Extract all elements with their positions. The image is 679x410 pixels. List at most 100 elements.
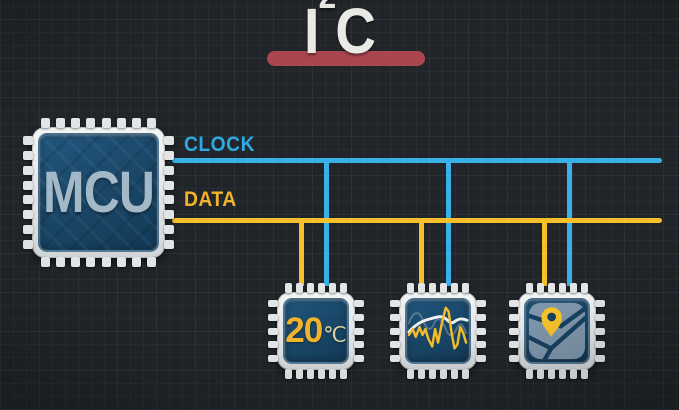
chip-pin [559, 283, 566, 293]
chip-pin [390, 355, 400, 362]
chip-pin [559, 369, 566, 379]
chip-pin [268, 300, 278, 307]
chip-pin [318, 369, 325, 379]
data-drop-line-3 [542, 218, 547, 286]
chip-pin [509, 300, 519, 307]
chip-pin [116, 257, 126, 267]
chip-pin [570, 283, 577, 293]
temperature-pins-top [285, 283, 347, 293]
chip-pin [407, 283, 414, 293]
title-underline-bar [267, 51, 425, 66]
chip-pin [537, 283, 544, 293]
chip-pin [41, 118, 50, 128]
location-pins-top [526, 283, 588, 293]
chip-pin [595, 300, 605, 307]
chip-pin [451, 369, 458, 379]
title-letter-c: C [335, 0, 376, 67]
waveform-pins-bottom [407, 369, 469, 379]
chip-pin [595, 313, 605, 321]
chip-pin [418, 283, 425, 293]
temperature-chip-die: 20℃ [283, 298, 349, 364]
chip-pin [476, 327, 486, 335]
chip-pin [164, 239, 174, 249]
data-drop-line-1 [299, 218, 304, 286]
location-pins-right [595, 300, 605, 362]
chip-pin [429, 283, 436, 293]
chip-pin [285, 283, 292, 293]
page-title: I2C [304, 0, 376, 63]
location-pins-left [509, 300, 519, 362]
chip-pin [418, 369, 425, 379]
waveform-pins-right [476, 300, 486, 362]
chip-pin [23, 180, 33, 190]
chip-pin [548, 369, 555, 379]
mcu-chip-die: MCU [38, 133, 159, 252]
chip-pin [390, 313, 400, 321]
chip-pin [354, 300, 364, 307]
chip-pin [390, 300, 400, 307]
chip-pin [595, 327, 605, 335]
chip-pin [164, 195, 174, 205]
chip-pin [354, 327, 364, 335]
chip-pin [131, 257, 141, 267]
chip-pin [86, 118, 96, 128]
title-superscript-2: 2 [319, 0, 337, 16]
chip-pin [146, 118, 156, 128]
chip-pin [86, 257, 96, 267]
chip-pin [23, 150, 33, 160]
mcu-chip: MCU [23, 118, 174, 267]
location-sensor-chip [509, 283, 605, 379]
waveform-chip-die [405, 298, 471, 364]
chip-pin [581, 369, 588, 379]
chip-pin [340, 369, 347, 379]
chip-pin [476, 341, 486, 349]
chip-pin [476, 313, 486, 321]
mcu-pins-top [41, 118, 156, 128]
chip-pin [354, 341, 364, 349]
chip-pin [164, 136, 174, 145]
chip-pin [509, 327, 519, 335]
chip-pin [56, 118, 66, 128]
chip-pin [440, 369, 447, 379]
waveform-sensor-chip [390, 283, 486, 379]
chip-pin [476, 355, 486, 362]
chip-pin [440, 283, 447, 293]
chip-pin [390, 341, 400, 349]
waveform-pins-left [390, 300, 400, 362]
chip-pin [164, 180, 174, 190]
chip-pin [509, 341, 519, 349]
chip-pin [268, 313, 278, 321]
location-pins-bottom [526, 369, 588, 379]
chip-pin [570, 369, 577, 379]
chip-pin [429, 369, 436, 379]
title-block: I2C [0, 0, 679, 70]
chip-pin [354, 355, 364, 362]
chip-pin [526, 283, 533, 293]
mcu-pins-left [23, 136, 33, 249]
temperature-pins-left [268, 300, 278, 362]
chip-pin [23, 165, 33, 175]
chip-pin [164, 165, 174, 175]
chip-pin [164, 225, 174, 235]
celsius-unit: ℃ [323, 324, 347, 347]
temperature-pins-bottom [285, 369, 347, 379]
chip-pin [116, 118, 126, 128]
chip-pin [71, 118, 81, 128]
chip-pin [390, 327, 400, 335]
chip-pin [581, 283, 588, 293]
chip-pin [131, 118, 141, 128]
chip-pin [537, 369, 544, 379]
chip-pin [407, 369, 414, 379]
data-drop-line-2 [419, 218, 424, 286]
chip-pin [23, 225, 33, 235]
clock-label: CLOCK [184, 133, 255, 156]
chip-pin [268, 355, 278, 362]
chip-pin [329, 369, 336, 379]
chip-pin [296, 283, 303, 293]
chip-pin [340, 283, 347, 293]
waveform-icon [407, 306, 469, 350]
chip-pin [296, 369, 303, 379]
waveform-pins-top [407, 283, 469, 293]
chip-pin [462, 283, 469, 293]
